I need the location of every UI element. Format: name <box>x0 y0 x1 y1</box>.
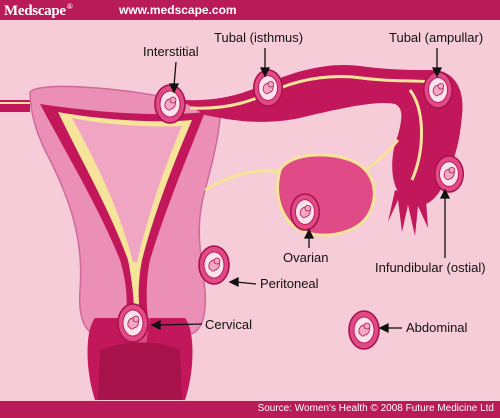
left-tube-stub <box>0 100 30 112</box>
sac-tubal-isthmus <box>252 69 284 107</box>
label-abdominal: Abdominal <box>406 320 468 335</box>
ovarian-ligament <box>204 169 281 192</box>
ovary <box>276 153 376 237</box>
site-url-link[interactable]: www.medscape.com <box>119 3 237 17</box>
sac-cervical <box>117 303 149 343</box>
footer-bar: Source: Women's Health © 2008 Future Med… <box>0 401 500 418</box>
vaginal-wall <box>98 342 182 400</box>
sac-ovarian <box>289 193 321 231</box>
label-cervical: Cervical <box>205 317 252 332</box>
infundibulopelvic-ligament <box>364 139 400 172</box>
arrowhead-tubal-isthmus <box>259 67 271 78</box>
label-tubal-ampullar: Tubal (ampullar) <box>389 30 483 45</box>
label-interstitial: Interstitial <box>143 44 199 59</box>
ectopic-pregnancy-diagram: Interstitial Tubal (isthmus) Tubal (ampu… <box>0 30 486 400</box>
arrowhead-cervical <box>150 319 161 331</box>
arrowhead-ovarian <box>303 228 315 239</box>
uterine-cavity-core <box>72 118 182 262</box>
pointer-cervical <box>157 323 203 326</box>
label-infundibular: Infundibular (ostial) <box>375 260 486 275</box>
header-bar: Medscape® www.medscape.com <box>0 0 500 20</box>
label-tubal-isthmus: Tubal (isthmus) <box>214 30 303 45</box>
pointer-interstitial <box>173 61 177 87</box>
pointer-peritoneal <box>235 281 257 285</box>
arrowhead-infundibular <box>439 188 451 199</box>
sac-abdominal <box>348 310 380 350</box>
sac-infundibular <box>433 155 465 193</box>
arrowhead-interstitial <box>168 83 180 94</box>
source-credit: Source: Women's Health © 2008 Future Med… <box>257 403 494 414</box>
ampulla-highlight <box>408 89 423 181</box>
label-peritoneal: Peritoneal <box>260 276 319 291</box>
arrowhead-abdominal <box>378 322 389 334</box>
fimbriae <box>388 190 428 236</box>
arrowhead-peritoneal <box>228 276 239 288</box>
arrowhead-tubal-ampullar <box>431 67 443 78</box>
medscape-logo[interactable]: Medscape® <box>4 2 73 19</box>
fallopian-tube-lumen <box>189 75 433 110</box>
sac-interstitial <box>154 84 186 124</box>
sac-peritoneal <box>198 245 230 285</box>
label-ovarian: Ovarian <box>283 250 329 265</box>
sac-tubal-ampullar <box>422 71 454 109</box>
